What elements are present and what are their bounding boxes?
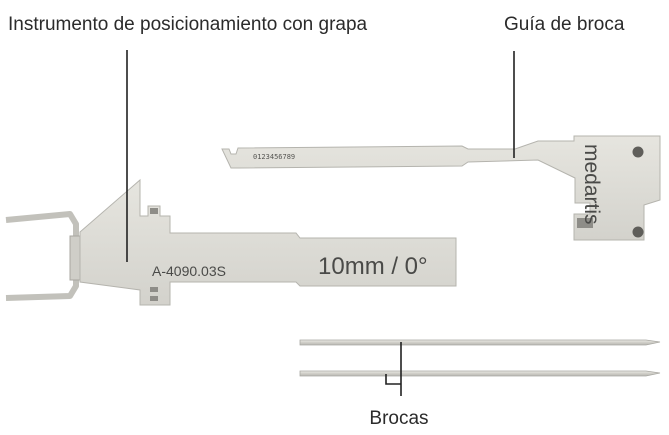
label-clamp-instrument: Instrumento de posicionamiento con grapa [8,14,368,35]
drill-guide-serial: 0123456789 [253,153,295,161]
leader-lines [126,50,515,396]
instrument-slot-bottom-2 [150,296,158,301]
drills [299,339,661,377]
instrument-slot-top [150,208,158,214]
instrument-size-angle: 10mm / 0° [318,253,428,280]
drill-guide: 0123456789 medartis [221,135,661,241]
instrument-part-number: A-4090.03S [152,263,226,279]
label-drill-guide: Guía de broca [504,14,625,35]
drill-guide-body [221,135,661,241]
drill-guide-notch [577,218,593,228]
instrument-slot-bottom-1 [150,287,158,292]
leader-drills [385,342,402,396]
drill-guide-hole-top [632,146,644,158]
drill-guide-brand: medartis [580,144,603,225]
drill-upper [299,339,661,346]
positioning-instrument: A-4090.03S 10mm / 0° [5,178,457,306]
instrument-body [79,178,457,306]
label-drills: Brocas [369,408,428,429]
drill-lower [299,370,661,377]
clamp-frame [5,211,79,301]
drill-guide-hole-bottom [632,226,644,238]
